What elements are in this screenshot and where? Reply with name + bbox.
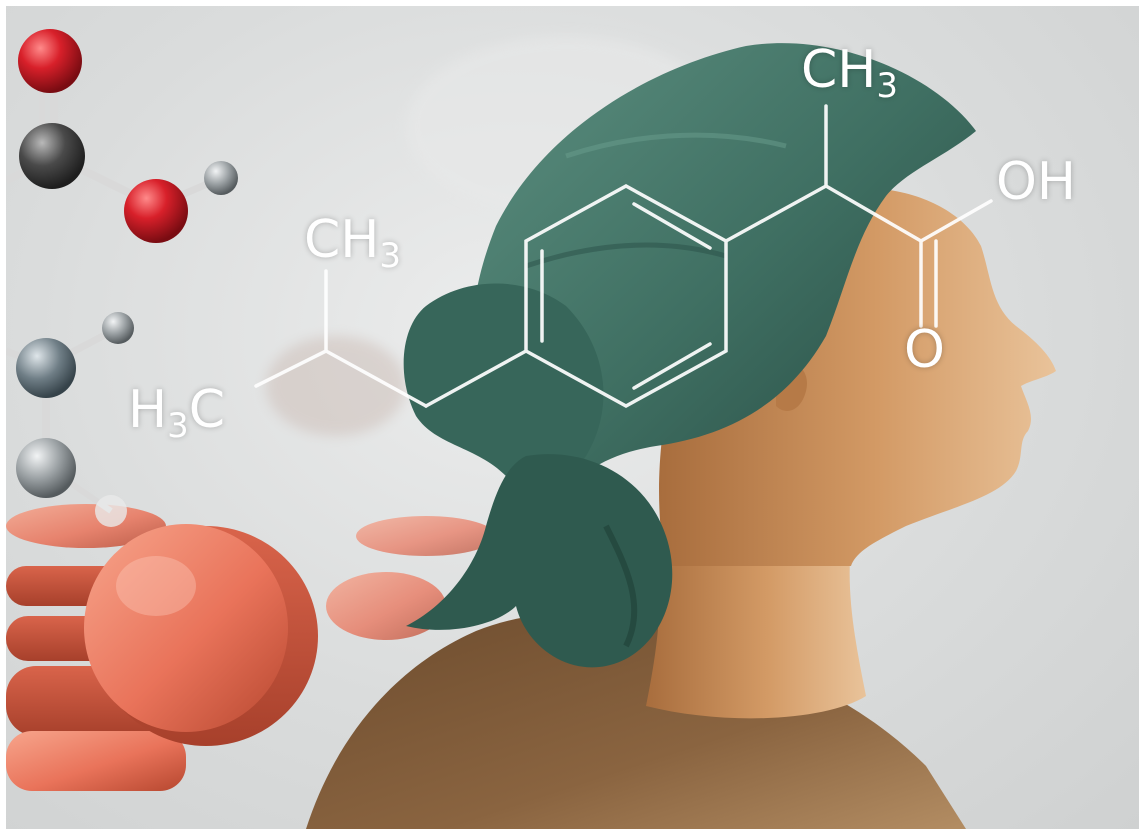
illustration-canvas: CH3 CH3 H3C OH O (6, 6, 1139, 829)
formula-label-oh: OH (996, 152, 1077, 212)
sweater (306, 612, 966, 829)
molecule-model-bottom (6, 312, 134, 527)
slate-atom-2 (16, 438, 76, 498)
tablet-front-face (84, 524, 288, 732)
illustration-svg (6, 29, 1056, 829)
formula-label-h3c: H3C (128, 380, 226, 446)
hydrogen-atom-top (204, 161, 238, 195)
tablet-back-2 (356, 516, 496, 556)
hydrogen-atom-mid (102, 312, 134, 344)
neck (646, 526, 866, 719)
tablet-stack-4 (6, 731, 186, 791)
hydrogen-atom-low (95, 495, 127, 527)
oxygen-atom-bottom (124, 179, 188, 243)
tablets-group (6, 504, 496, 791)
molecule-model-top (6, 29, 238, 243)
headscarf (403, 43, 976, 668)
oxygen-atom-top (18, 29, 82, 93)
tablet-back-3 (326, 572, 446, 640)
tablet-highlight (116, 556, 196, 616)
structural-formula (254, 104, 993, 408)
formula-label-ch3-left: CH3 (304, 210, 402, 276)
slate-atom-1 (16, 338, 76, 398)
formula-label-ch3-top: CH3 (801, 40, 899, 106)
formula-label-o: O (904, 320, 945, 380)
carbon-atom (19, 123, 85, 189)
